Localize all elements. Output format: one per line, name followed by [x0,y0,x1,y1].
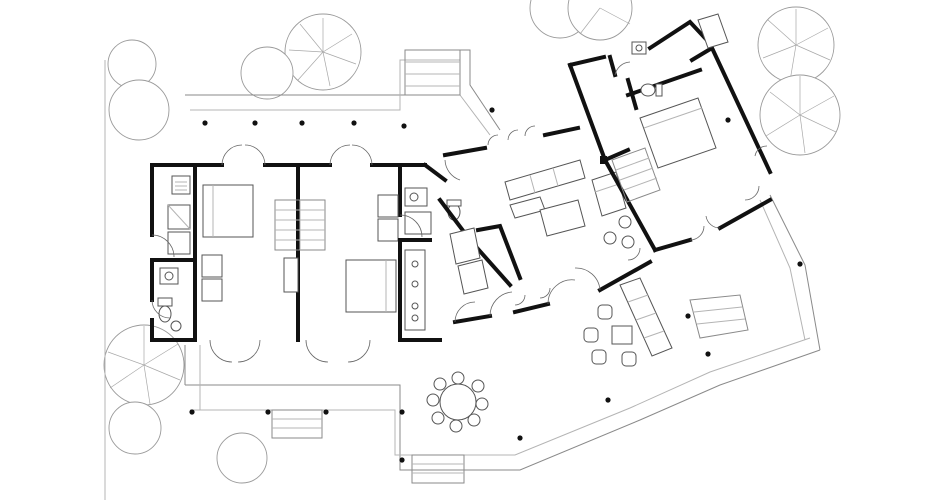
exterior-walls [150,162,448,342]
stair-icon [271,409,323,439]
stove-icon [171,175,191,195]
east-wing [567,13,773,261]
chair-icon [603,215,635,249]
door-swing-icon [444,159,601,323]
sink-icon [170,320,182,332]
stair-icon [611,147,661,203]
chair-icon [201,254,223,302]
chair-icon [591,171,627,217]
toilet-icon [640,83,663,97]
closet-icon [697,13,729,49]
bed-icon [639,97,717,169]
exterior-walls [442,125,653,325]
tree-icon [759,74,841,156]
dining-table-icon [426,371,489,433]
south-deck-outline [185,349,821,471]
sofa-icon [504,159,586,219]
bed-icon [202,184,254,238]
sink-icon [159,267,179,285]
column-icon [600,156,607,164]
tree-icon [103,324,185,406]
west-wing [150,144,473,363]
chair-icon [449,227,489,295]
toilet-icon [157,297,173,323]
bed-icon [345,259,397,313]
stair-icon [689,294,749,339]
chair-icon [377,194,399,242]
closet-icon [404,211,432,235]
sink-icon [404,187,428,207]
window-icon [487,125,551,306]
tree-icon [284,13,362,91]
tree-icon [107,39,170,141]
sink-icon [631,41,647,55]
stair-icon [274,199,326,251]
stair-icon [404,49,461,96]
door-swing-icon [151,144,423,363]
door-swing-icon [614,61,768,261]
site-trees [103,0,841,500]
tree-icon [108,401,162,455]
closet-icon [167,204,191,255]
stove-icon [404,249,426,331]
tree-icon [240,46,294,100]
chair-icon [583,304,637,367]
column-icon [189,107,803,463]
central-living [442,125,653,325]
decks-and-terraces [184,49,821,484]
tree-icon [529,0,633,41]
sofa-icon [619,277,673,357]
tree-icon [216,432,268,484]
coffee-table-icon [539,199,586,237]
chair-icon [283,257,299,293]
tree-icon [757,6,835,84]
stair-icon [411,454,465,484]
